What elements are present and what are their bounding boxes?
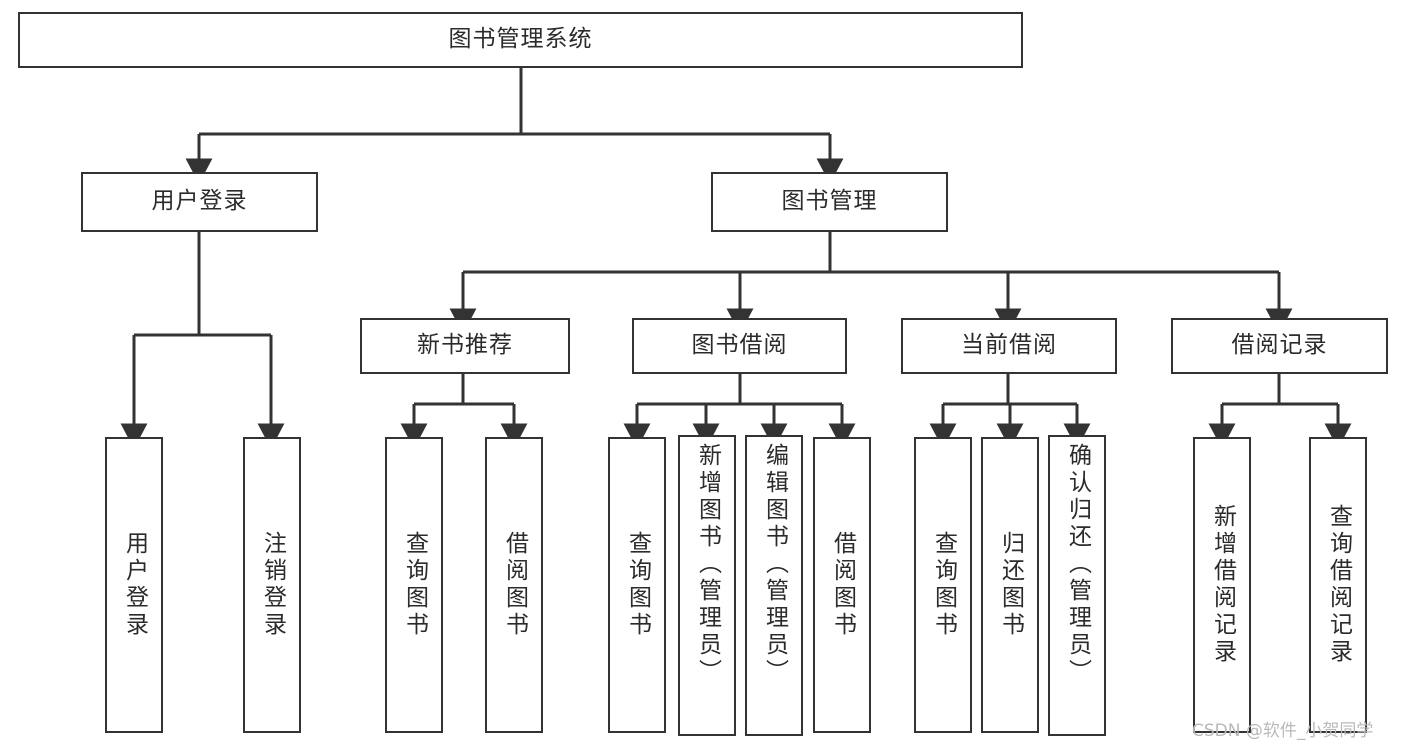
node-book-management-label: 图书管理 <box>781 188 878 215</box>
node-leaf-current-query-label: 查询图书 <box>930 531 957 639</box>
node-leaf-borrow-add-book[interactable]: 新增图书（管理员） <box>678 435 736 736</box>
node-leaf-record-add-label: 新增借阅记录 <box>1209 504 1236 666</box>
node-leaf-record-query-label: 查询借阅记录 <box>1325 504 1352 666</box>
node-leaf-user-login-logout[interactable]: 注销登录 <box>243 437 301 733</box>
node-leaf-current-return-label: 归还图书 <box>997 531 1024 639</box>
node-leaf-borrow-add-book-label: 新增图书（管理员） <box>694 443 721 686</box>
node-leaf-borrow-edit-book[interactable]: 编辑图书（管理员） <box>745 435 803 736</box>
node-leaf-borrow-borrow-book[interactable]: 借阅图书 <box>813 437 871 733</box>
node-leaf-borrow-query-label: 查询图书 <box>624 531 651 639</box>
node-leaf-borrow-borrow-book-label: 借阅图书 <box>829 531 856 639</box>
node-leaf-current-confirm-return[interactable]: 确认归还（管理员） <box>1048 435 1106 736</box>
node-leaf-borrow-edit-book-label: 编辑图书（管理员） <box>761 443 788 686</box>
csdn-watermark: CSDN @软件_小贺同学 <box>1192 721 1374 741</box>
node-new-book-recommend-label: 新书推荐 <box>417 332 513 359</box>
node-leaf-newbook-query[interactable]: 查询图书 <box>385 437 443 733</box>
node-borrow-record[interactable]: 借阅记录 <box>1171 318 1388 374</box>
node-leaf-current-return[interactable]: 归还图书 <box>981 437 1039 733</box>
node-user-login[interactable]: 用户登录 <box>81 172 318 232</box>
node-leaf-user-login-login-label: 用户登录 <box>121 531 148 639</box>
node-leaf-user-login-logout-label: 注销登录 <box>259 531 286 639</box>
node-leaf-newbook-borrow-label: 借阅图书 <box>501 531 528 639</box>
node-borrow-record-label: 借阅记录 <box>1231 332 1328 359</box>
node-leaf-record-query[interactable]: 查询借阅记录 <box>1309 437 1367 733</box>
node-leaf-user-login-login[interactable]: 用户登录 <box>105 437 163 733</box>
node-leaf-borrow-query[interactable]: 查询图书 <box>608 437 666 733</box>
node-leaf-record-add[interactable]: 新增借阅记录 <box>1193 437 1251 733</box>
node-root-system[interactable]: 图书管理系统 <box>18 12 1023 68</box>
node-user-login-label: 用户登录 <box>151 188 248 215</box>
node-current-borrow-label: 当前借阅 <box>961 332 1057 359</box>
node-leaf-current-confirm-return-label: 确认归还（管理员） <box>1064 443 1091 686</box>
node-root-system-label: 图书管理系统 <box>448 26 593 53</box>
node-leaf-newbook-query-label: 查询图书 <box>401 531 428 639</box>
node-new-book-recommend[interactable]: 新书推荐 <box>360 318 570 374</box>
node-leaf-newbook-borrow[interactable]: 借阅图书 <box>485 437 543 733</box>
node-book-management[interactable]: 图书管理 <box>711 172 948 232</box>
node-leaf-current-query[interactable]: 查询图书 <box>914 437 972 733</box>
node-book-borrow-label: 图书借阅 <box>691 332 788 359</box>
node-current-borrow[interactable]: 当前借阅 <box>901 318 1117 374</box>
node-book-borrow[interactable]: 图书借阅 <box>632 318 847 374</box>
